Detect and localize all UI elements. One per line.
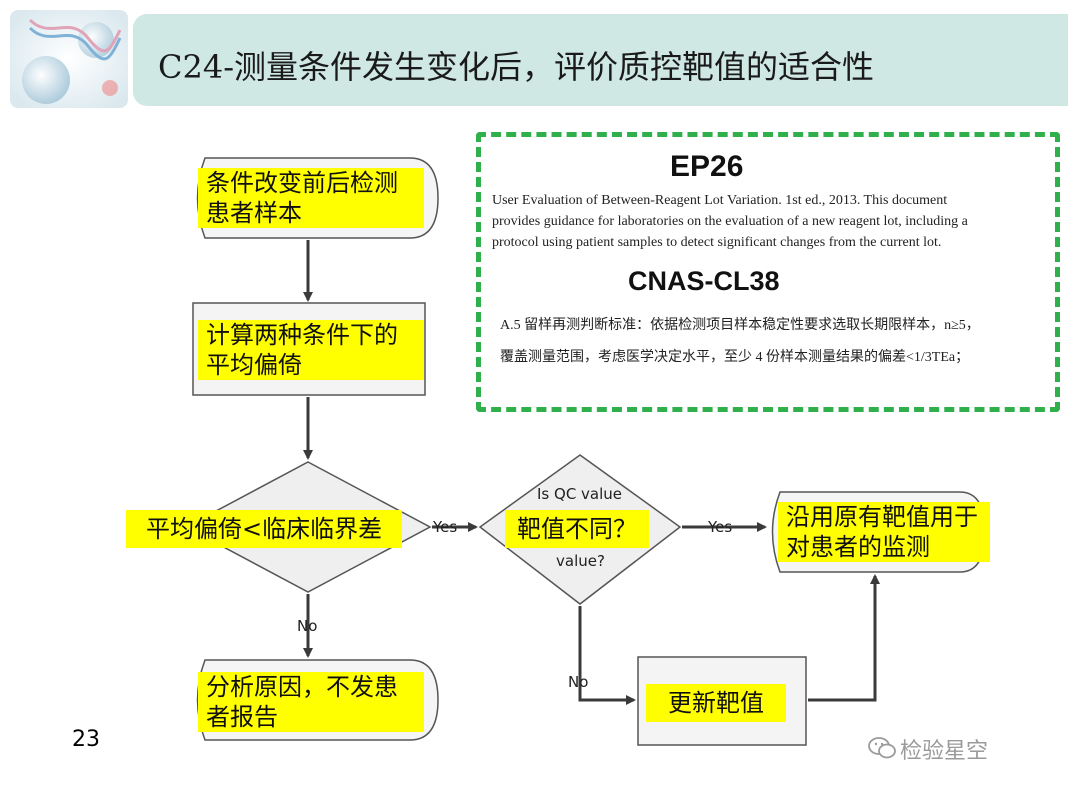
- ep26-description: User Evaluation of Between-Reagent Lot V…: [492, 193, 968, 250]
- result-keep-target: 沿用原有靶值用于对患者的监测: [778, 502, 990, 562]
- decision-bias-vs-critical-diff: 平均偏倚<临床临界差: [126, 510, 403, 548]
- edge-yes-2: Yes: [708, 518, 733, 536]
- decision2-underlying-bottom: value?: [556, 552, 605, 570]
- cnas-description: A.5 留样再测判断标准：依据检测项目样本稳定性要求选取长期限样本，n≥5，覆盖…: [500, 318, 980, 365]
- slide-title: C24-测量条件发生变化后，评价质控靶值的适合性: [158, 48, 875, 86]
- title-band: [133, 14, 1068, 106]
- result-no-report: 分析原因，不发患者报告: [198, 672, 424, 732]
- edge-no-1: No: [297, 617, 318, 635]
- edge-no-2: No: [568, 673, 589, 691]
- decision2-underlying-top: Is QC value: [537, 485, 623, 503]
- decorative-dna-image: [10, 10, 128, 108]
- page-number: 23: [72, 727, 100, 752]
- wechat-icon: [868, 736, 896, 764]
- arrow-decision2-no: [578, 606, 636, 705]
- reference-standards-box: [476, 132, 1060, 412]
- watermark-text: 检验星空: [900, 739, 989, 764]
- result-update-target: 更新靶值: [646, 684, 786, 722]
- step-test-patient-samples: 条件改变前后检测患者样本: [198, 168, 424, 228]
- ep26-heading: EP26: [670, 150, 744, 183]
- decision-target-value-differs: 靶值不同？: [505, 510, 649, 548]
- cnas-heading: CNAS-CL38: [628, 266, 780, 296]
- step-calc-mean-bias: 计算两种条件下的平均偏倚: [198, 320, 424, 380]
- arrow-update-to-keep: [808, 574, 880, 702]
- edge-yes-1: Yes: [433, 518, 458, 536]
